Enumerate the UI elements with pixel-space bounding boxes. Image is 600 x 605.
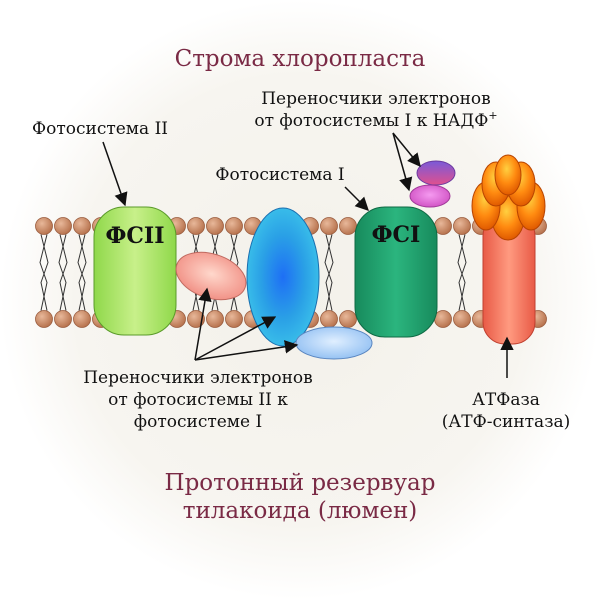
lipid-tail — [58, 234, 68, 311]
lipid-head — [434, 310, 452, 328]
lipid-head — [320, 310, 338, 328]
lipid-head — [206, 217, 224, 235]
lipid-head — [339, 310, 357, 328]
lipid-tail — [324, 234, 334, 311]
lumen-title-line2: тилакоида (люмен) — [183, 498, 418, 524]
fnr-carrier — [409, 184, 451, 208]
arrow-to-fnr — [392, 132, 413, 192]
psii-psi-carriers-line1: Переносчики электронов — [83, 368, 313, 388]
lipid-head — [35, 310, 53, 328]
plastocyanin-carrier — [295, 326, 373, 360]
atp-synthase-label-line1: АТФаза — [472, 390, 540, 410]
lipid-head — [453, 217, 471, 235]
psii-psi-carriers-line2: от фотосистемы II к — [108, 390, 288, 410]
lipid-head — [339, 217, 357, 235]
lipid-head — [187, 217, 205, 235]
psii-label: Фотосистема II — [32, 119, 168, 139]
lipid-head — [225, 310, 243, 328]
lumen-title-line1: Протонный резервуар — [165, 470, 436, 496]
psi-complex-label: ФСI — [372, 222, 421, 248]
lipid-head — [54, 310, 72, 328]
lipid-head — [73, 217, 91, 235]
lipid-head — [187, 310, 205, 328]
psii-psi-carriers-line3: фотосистеме I — [134, 412, 262, 432]
cytochrome-b6f-complex — [246, 207, 320, 347]
lipid-head — [320, 217, 338, 235]
lipid-head — [206, 310, 224, 328]
arrow-to-plastocyanin — [194, 340, 299, 361]
lipid-head — [73, 310, 91, 328]
nadp-carriers-line2: от фотосистемы I к НАДФ+ — [254, 109, 497, 131]
arrow-to-ferredoxin — [392, 132, 421, 168]
lipid-head — [35, 217, 53, 235]
lipid-tail — [39, 234, 49, 311]
psi-label: Фотосистема I — [215, 165, 344, 185]
lipid-head — [225, 217, 243, 235]
photosystem-i-complex — [354, 206, 438, 338]
lipid-tail — [77, 234, 87, 311]
ferredoxin-carrier — [416, 160, 456, 186]
lipid-head — [54, 217, 72, 235]
lipid-tail — [457, 234, 467, 311]
annotation-arrows — [102, 132, 514, 378]
arrow-to-cytochrome — [194, 316, 277, 361]
arrow-to-psi — [344, 186, 369, 211]
nadp-carriers-line1: Переносчики электронов — [261, 89, 491, 109]
stroma-title: Строма хлоропласта — [175, 46, 426, 72]
atp-synthase-label-line2: (АТФ-синтаза) — [442, 412, 570, 432]
atp-synthase — [471, 154, 546, 345]
lipid-head — [453, 310, 471, 328]
nadp-superscript: + — [488, 109, 497, 122]
nadp-carriers-line2-text: от фотосистемы I к НАДФ — [254, 111, 488, 131]
atp-head-subunit — [494, 154, 522, 196]
arrow-to-psii — [102, 141, 128, 207]
psii-complex-label: ФСII — [106, 223, 165, 249]
arrow-to-plastoquinone — [194, 287, 212, 361]
